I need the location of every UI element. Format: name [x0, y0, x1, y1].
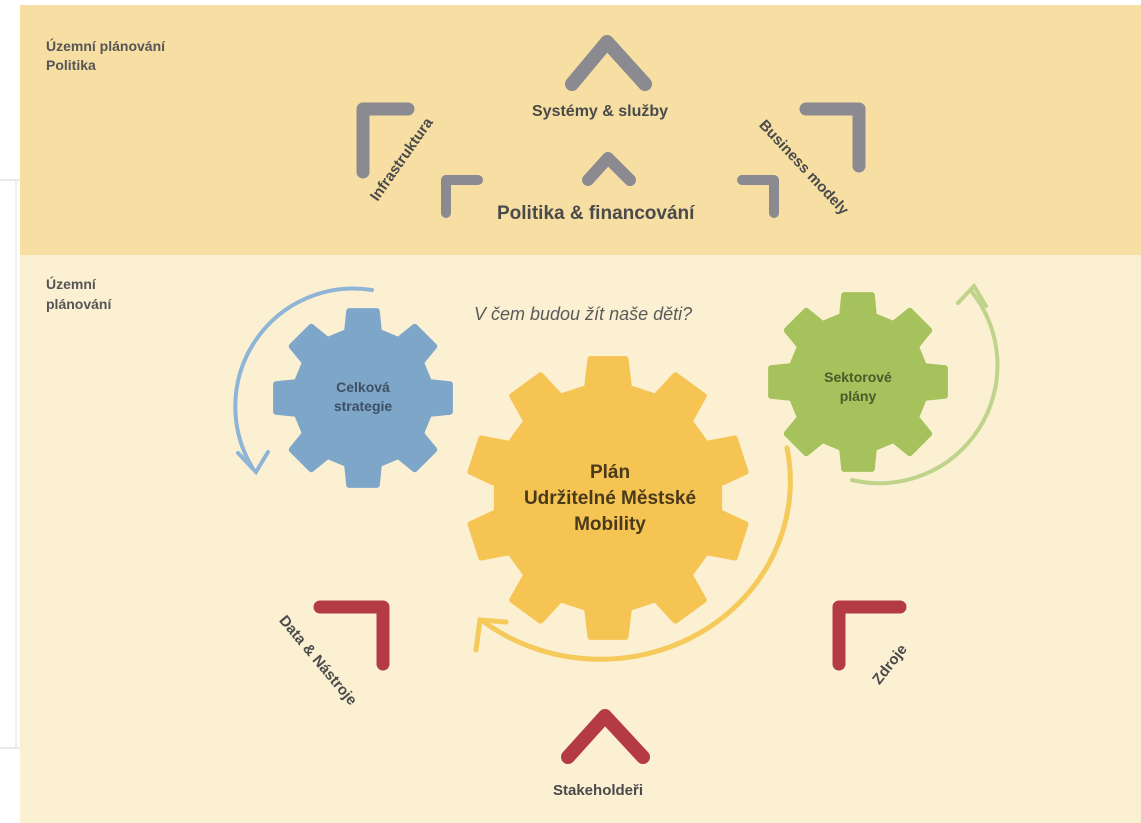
gear-blue [273, 308, 453, 488]
corner-data-tools [313, 600, 390, 671]
gear-center-line1: Plán [589, 462, 631, 483]
gear-green-line2: plány [839, 387, 877, 404]
question-label: V čem budou žít naše děti? [474, 304, 693, 324]
gear-yellow-shape [467, 356, 749, 640]
gear-yellow [467, 356, 749, 640]
stakeholders-label: Stakeholdeři [553, 782, 644, 799]
gear-blue-line2: strategie [333, 397, 393, 414]
chevron-systems-small [582, 152, 636, 186]
gear-green [768, 292, 948, 472]
gear-blue-line1: Celková [336, 379, 390, 395]
green-cycle-arrow [850, 282, 1000, 486]
gear-green-label: Sektorové plány [803, 368, 913, 406]
gear-center-line3: Mobility [574, 514, 646, 536]
systems-services-label: Systémy & služby [532, 103, 669, 120]
chevron-systems-large [565, 35, 652, 91]
gear-blue-shape [273, 308, 453, 488]
bottom-section-label-line1: Územní [46, 276, 96, 292]
corner-resources [832, 600, 907, 671]
gear-blue-label: Celková strategie [308, 378, 418, 416]
top-section-label-line2: Politika [46, 57, 96, 73]
yellow-cycle-arrow [473, 445, 793, 662]
gear-center-label: Plán Udržitelné Městské Mobility [490, 460, 730, 539]
corner-infrastructure-large [356, 102, 415, 179]
corner-business-large [799, 102, 866, 173]
top-section-label-line1: Územní plánování [46, 38, 166, 54]
chevron-stakeholders [561, 709, 650, 764]
corner-business-small [737, 175, 779, 218]
corner-infrastructure-small [441, 175, 483, 218]
top-band [20, 5, 1141, 255]
blue-cycle-arrow [233, 286, 374, 476]
bottom-section-label-line2: plánování [46, 296, 112, 312]
gear-green-shape [768, 292, 948, 472]
gear-green-line1: Sektorové [824, 369, 892, 385]
gear-center-line2: Udržitelné Městské [523, 488, 697, 510]
policy-finance-label: Politika & financování [497, 203, 695, 224]
